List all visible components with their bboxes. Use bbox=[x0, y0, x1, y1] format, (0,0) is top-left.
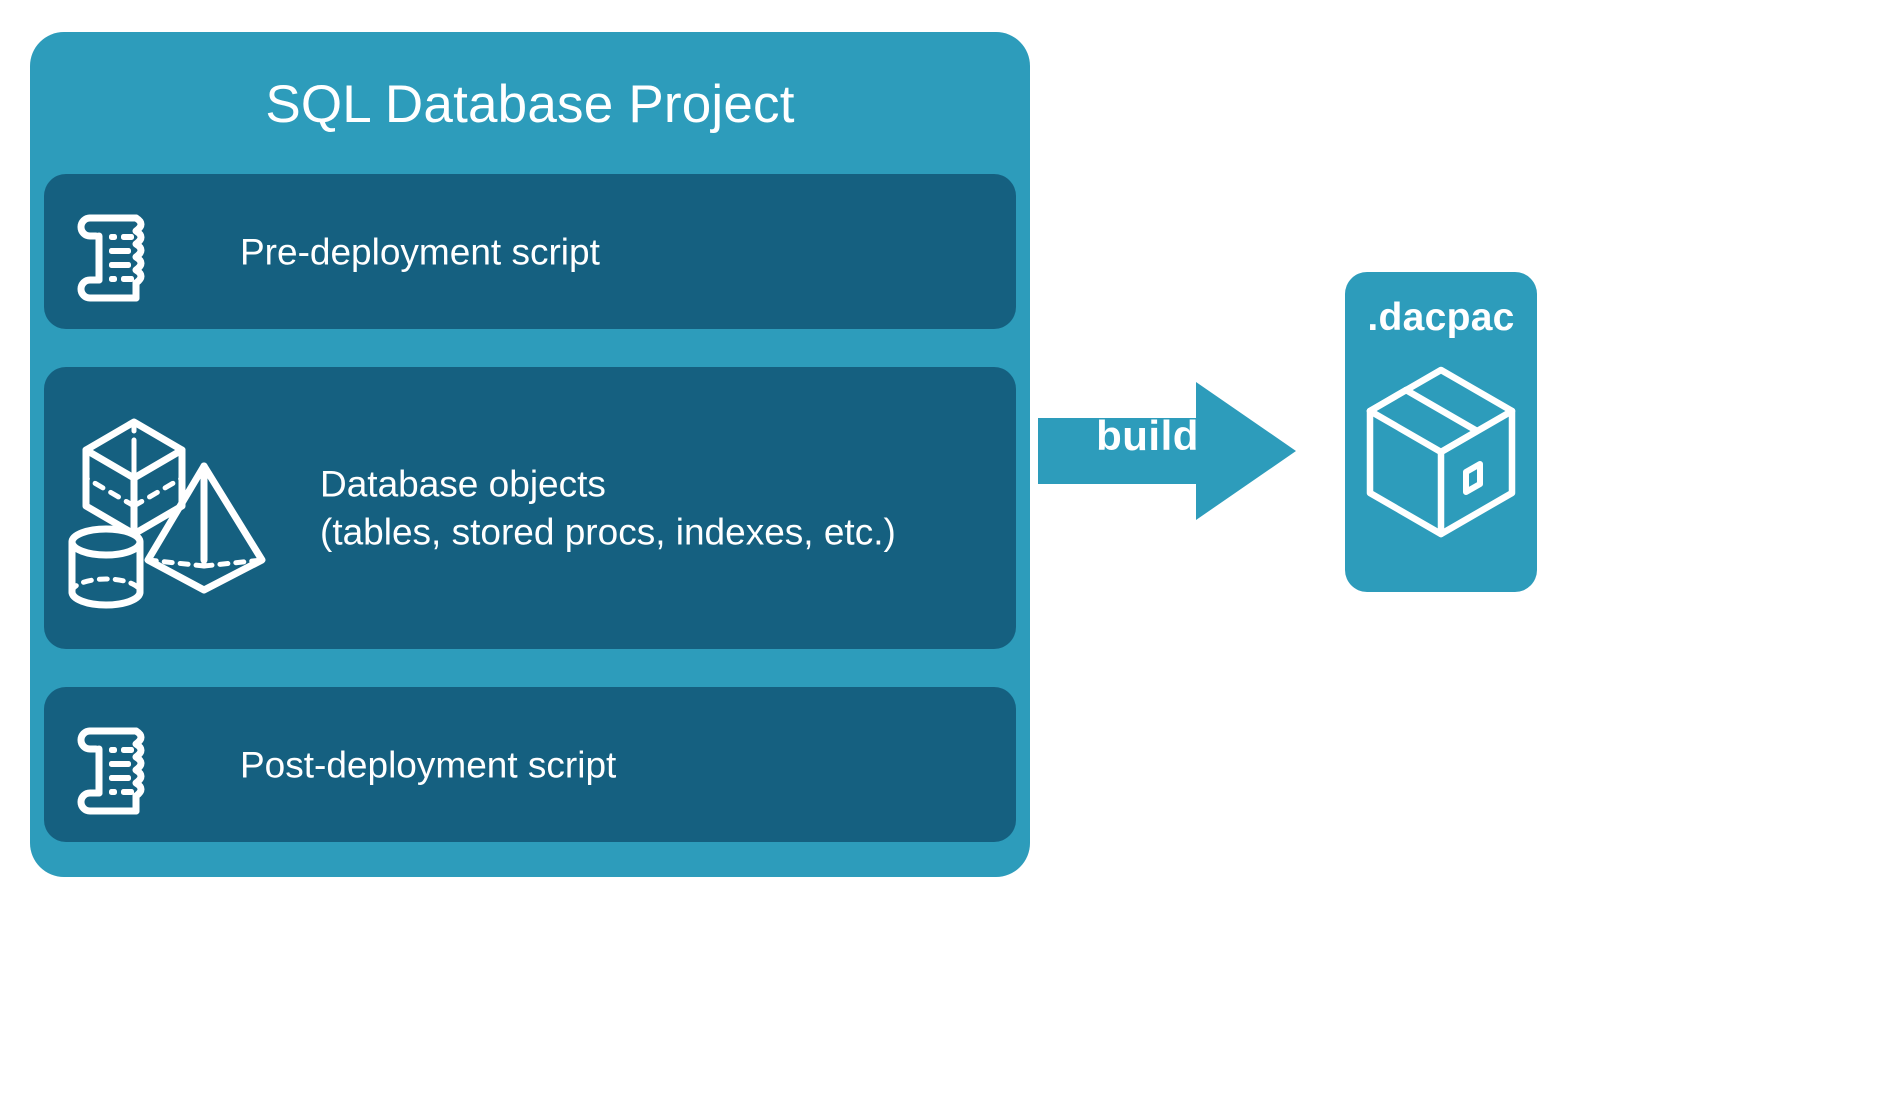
dacpac-title: .dacpac bbox=[1367, 296, 1515, 339]
package-box-icon bbox=[1362, 364, 1520, 540]
build-arrow-icon bbox=[1038, 382, 1296, 520]
post-deployment-script-card[interactable]: Post-deployment script bbox=[44, 687, 1016, 842]
database-objects-label-line1: Database objects bbox=[320, 463, 606, 505]
post-deployment-script-label: Post-deployment script bbox=[240, 743, 617, 785]
pre-deployment-script-card[interactable]: Pre-deployment script bbox=[44, 174, 1016, 329]
sql-database-project-card: SQL Database Project bbox=[30, 32, 1030, 877]
build-arrow-label: build bbox=[1096, 412, 1199, 459]
pre-deployment-script-label: Pre-deployment script bbox=[240, 230, 600, 272]
database-objects-card[interactable]: Database objects (tables, stored procs, … bbox=[44, 367, 1016, 649]
scroll-icon bbox=[64, 709, 176, 821]
project-title: SQL Database Project bbox=[265, 75, 795, 134]
database-objects-label: Database objects (tables, stored procs, … bbox=[320, 413, 896, 602]
shapes-icon bbox=[56, 394, 278, 622]
scroll-icon bbox=[64, 196, 176, 308]
database-objects-label-line2: (tables, stored procs, indexes, etc.) bbox=[320, 511, 896, 552]
dacpac-output-card[interactable]: .dacpac bbox=[1345, 272, 1537, 592]
